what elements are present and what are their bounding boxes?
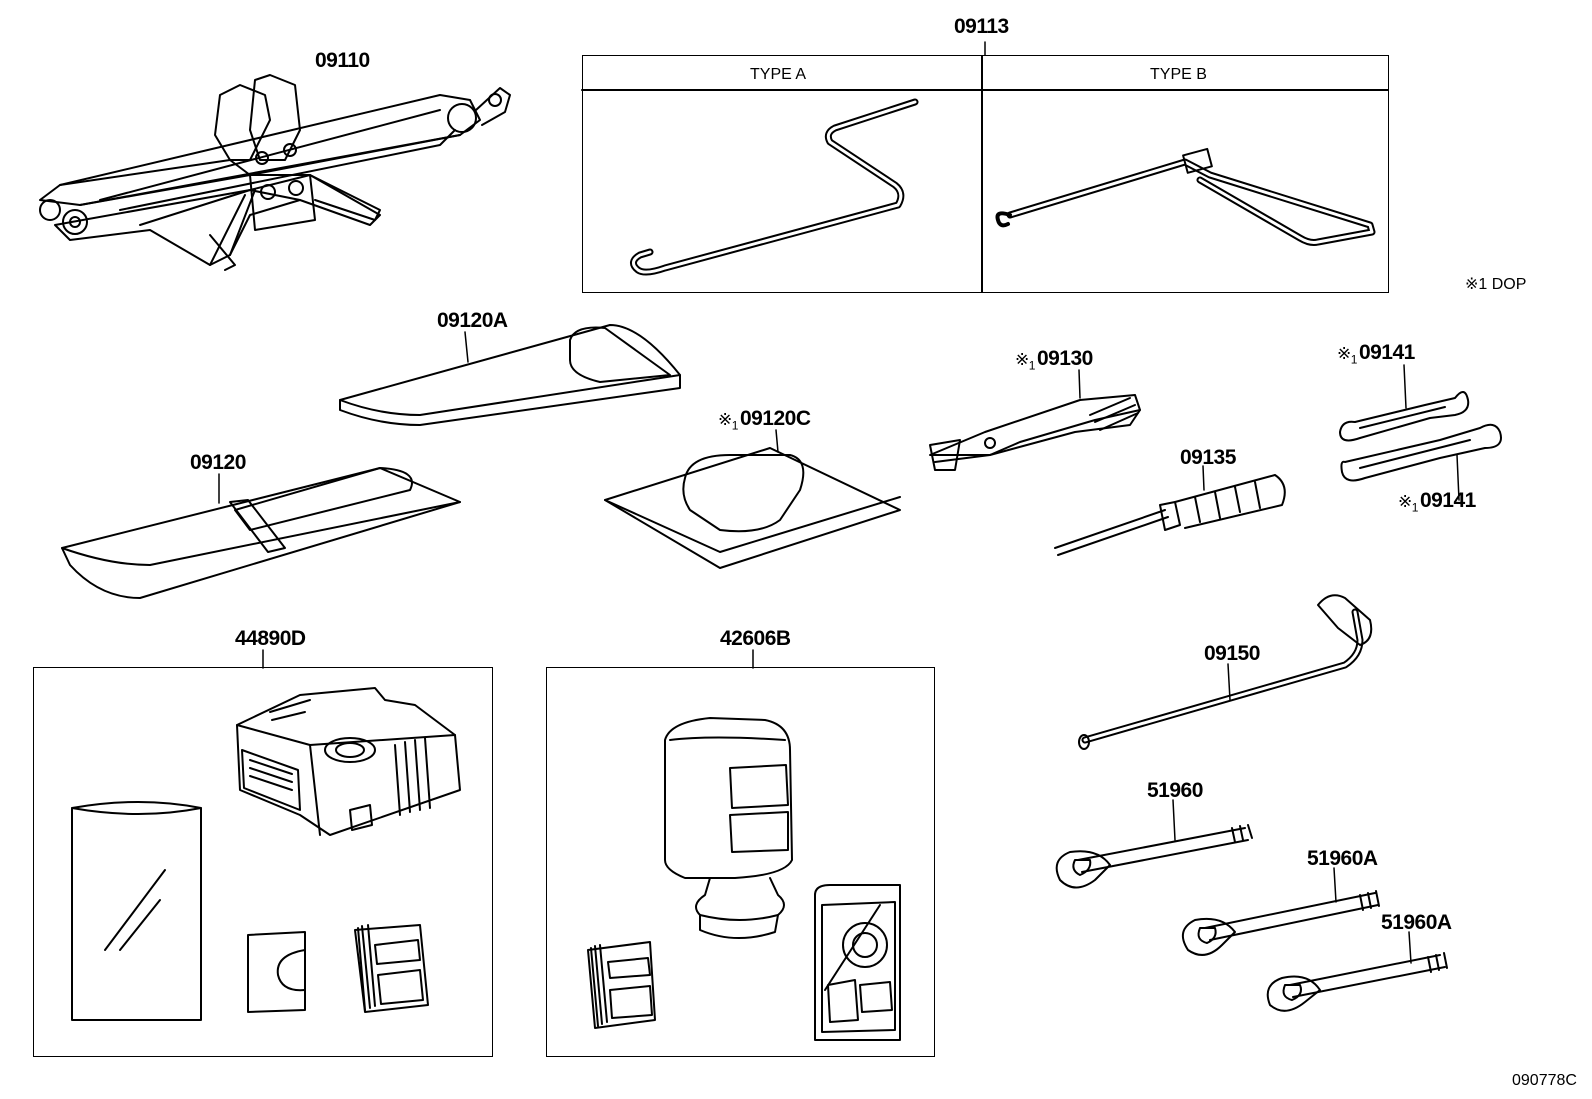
leader-09130 xyxy=(1078,369,1081,399)
tool-bag-drawing xyxy=(61,467,461,599)
label-09141-bottom: ※109141 xyxy=(1398,490,1476,513)
dop-mark: ※1 xyxy=(1015,350,1035,373)
label-09120a: 09120A xyxy=(437,309,508,332)
towing-hook-2-drawing xyxy=(1181,867,1380,956)
label-09120: 09120 xyxy=(190,451,246,474)
label-42606b: 42606B xyxy=(720,627,791,650)
dop-note: ※1 DOP xyxy=(1465,277,1526,293)
leader-51960a-2 xyxy=(1408,931,1412,964)
pliers-drawing xyxy=(929,369,1141,471)
tool-bag-c-drawing xyxy=(604,429,901,569)
handle-type-b-drawing xyxy=(995,147,1376,246)
sealant-kit-drawing xyxy=(587,649,901,1041)
label-09120c: ※109120C xyxy=(718,408,811,431)
diagram-id: 090778C xyxy=(1512,1072,1577,1089)
label-09130-number: 09130 xyxy=(1036,347,1093,370)
label-09141-bottom-number: 09141 xyxy=(1419,489,1476,512)
dop-mark: ※1 xyxy=(1337,344,1357,367)
lug-wrench-drawing xyxy=(1078,594,1373,750)
leader-51960 xyxy=(1172,799,1176,841)
wrench-top-drawing xyxy=(1339,364,1470,442)
label-51960a-1: 51960A xyxy=(1307,847,1378,870)
leader-09141-top xyxy=(1403,364,1407,409)
label-09141-top-number: 09141 xyxy=(1358,341,1415,364)
label-09110: 09110 xyxy=(315,49,370,72)
label-type-b: TYPE B xyxy=(1150,66,1207,83)
tool-bag-a-drawing xyxy=(339,324,681,426)
sealant-kit-box xyxy=(546,667,935,1057)
wrench-bottom-drawing xyxy=(1340,423,1502,501)
towing-hook-1-drawing xyxy=(1055,799,1253,889)
label-09141-top: ※109141 xyxy=(1337,342,1415,365)
dop-symbol: ※ xyxy=(1465,276,1479,293)
screwdriver-drawing xyxy=(1054,465,1286,556)
label-44890d: 44890D xyxy=(235,627,306,650)
dop-mark: ※1 xyxy=(1398,492,1418,515)
label-09150: 09150 xyxy=(1204,642,1260,665)
dop-mark: ※1 xyxy=(718,410,738,433)
handle-types-box xyxy=(582,55,1389,293)
label-09113: 09113 xyxy=(954,15,1009,38)
leader-09120c xyxy=(775,429,779,453)
label-51960a-2: 51960A xyxy=(1381,911,1452,934)
leader-09150 xyxy=(1227,663,1231,701)
leader-09120a xyxy=(464,331,469,363)
leader-09141-bottom xyxy=(1456,454,1460,501)
leader-51960a-1 xyxy=(1333,867,1337,903)
label-51960: 51960 xyxy=(1147,779,1203,802)
towing-hook-3-drawing xyxy=(1266,931,1448,1012)
scissor-jack-drawing xyxy=(39,74,511,271)
label-type-a: TYPE A xyxy=(750,66,807,83)
compressor-kit-drawing xyxy=(71,649,461,1021)
dop-note-text: 1 DOP xyxy=(1478,276,1527,293)
label-09120c-number: 09120C xyxy=(739,407,811,430)
label-09135: 09135 xyxy=(1180,446,1236,469)
compressor-kit-box xyxy=(33,667,493,1057)
leader-09135 xyxy=(1202,465,1205,491)
label-09130: ※109130 xyxy=(1015,348,1093,371)
